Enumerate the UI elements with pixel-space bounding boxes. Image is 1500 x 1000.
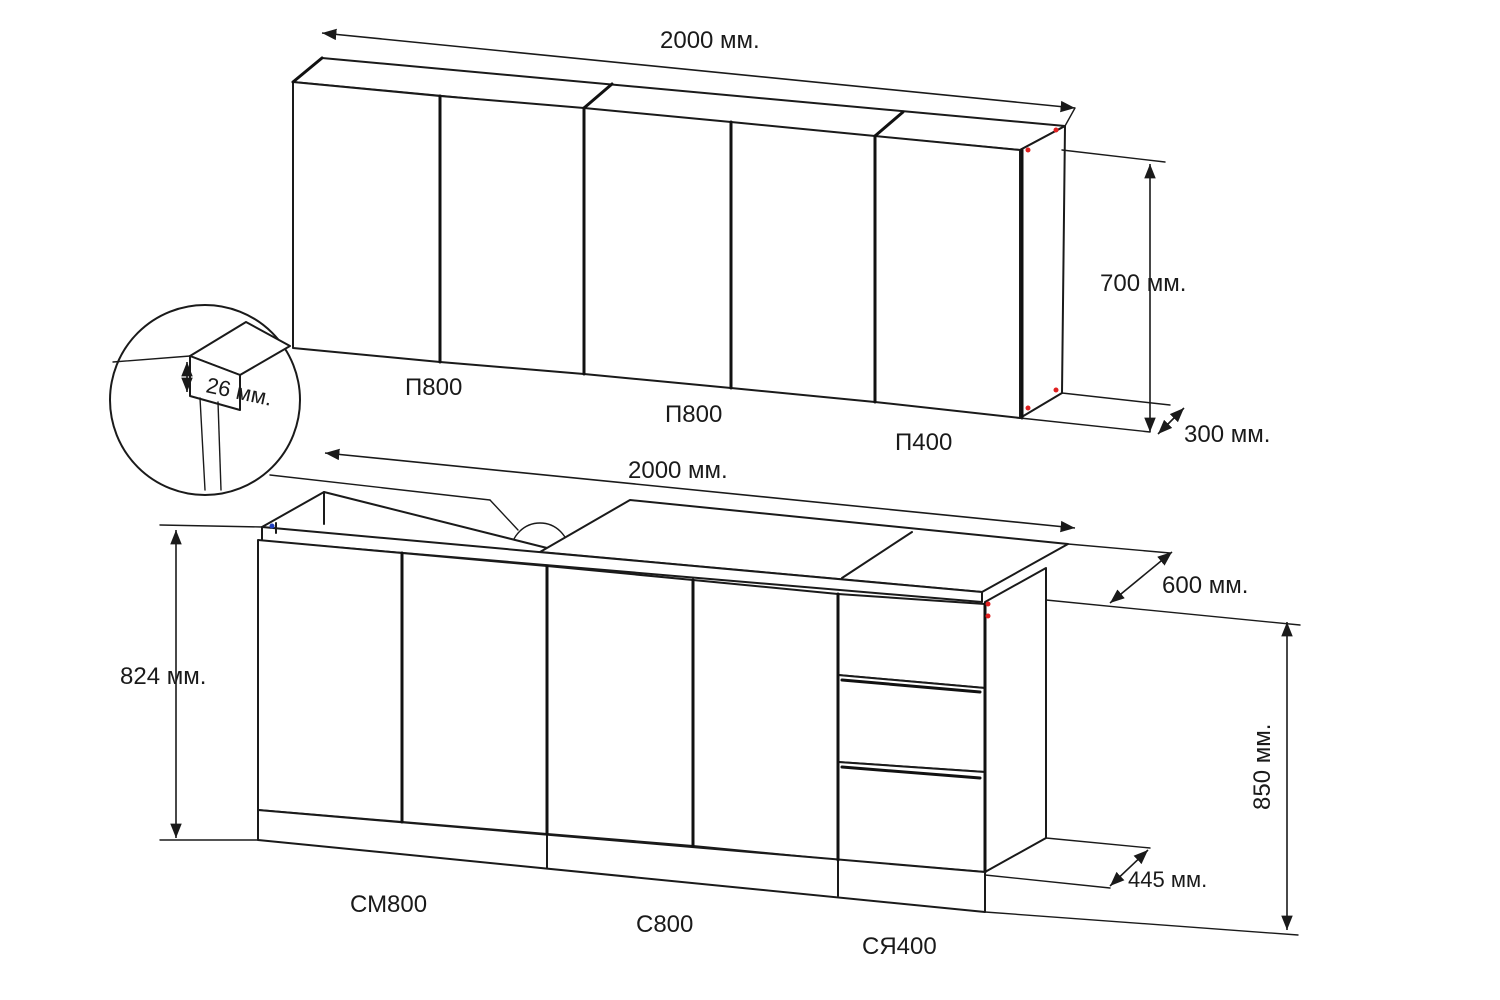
lower-cabinets: [257, 491, 1069, 913]
hinge-marker: [1025, 147, 1031, 153]
hinge-marker: [1053, 387, 1059, 393]
upper-side-panel: [1019, 125, 1066, 419]
lower-door-4: [692, 579, 839, 861]
upper-height-dimension: 700 мм.: [1019, 149, 1186, 433]
lower-module-label-2: С800: [636, 911, 693, 938]
lower-module-label-3: СЯ400: [862, 933, 937, 960]
hinge-marker: [985, 601, 991, 607]
upper-height-label: 700 мм.: [1100, 270, 1186, 297]
lower-door-2: [401, 552, 548, 835]
lower-door-3: [546, 565, 694, 847]
upper-module-label-2: П800: [665, 401, 722, 428]
plinth-depth-label: 445 мм.: [1128, 867, 1207, 892]
lower-depth-dimension: 600 мм.: [1045, 543, 1301, 626]
lower-depth-label: 600 мм.: [1162, 572, 1248, 599]
upper-door-1: [292, 81, 441, 363]
detail-circle: [109, 304, 301, 496]
upper-door-2: [439, 95, 585, 375]
lower-total-height-label: 850 мм.: [1249, 724, 1276, 810]
hinge-marker: [1053, 127, 1059, 133]
worktop-front-edge: [261, 526, 983, 603]
lower-width-label: 2000 мм.: [628, 457, 728, 484]
lower-side-panel: [984, 567, 1047, 873]
drawer-1: [837, 593, 986, 689]
upper-width-label: 2000 мм.: [660, 27, 760, 54]
upper-cabinets: [291, 56, 1066, 420]
corner-marker: [269, 523, 275, 529]
upper-door-4: [730, 121, 876, 403]
lower-width-dimension: 2000 мм.: [324, 448, 1076, 533]
upper-module-label-3: П400: [895, 429, 952, 456]
upper-door-3: [583, 107, 732, 389]
lower-body-height-label: 824 мм.: [120, 663, 206, 690]
upper-module-label-1: П800: [405, 374, 462, 401]
upper-depth-label: 300 мм.: [1184, 421, 1270, 448]
upper-depth-dimension: 300 мм.: [1157, 407, 1270, 448]
lower-door-1: [257, 539, 403, 823]
upper-door-5: [874, 135, 1021, 419]
plinth-depth-dimension: 445 мм.: [984, 837, 1207, 892]
lower-body-height-dimension: 824 мм.: [120, 524, 263, 841]
drawer-3: [837, 761, 986, 873]
upper-width-dimension: 2000 мм.: [321, 27, 1076, 127]
lower-total-height-dimension: 850 мм.: [984, 622, 1299, 936]
lower-module-label-1: СМ800: [350, 891, 427, 918]
hinge-marker: [1025, 405, 1031, 411]
hinge-marker: [985, 613, 991, 619]
